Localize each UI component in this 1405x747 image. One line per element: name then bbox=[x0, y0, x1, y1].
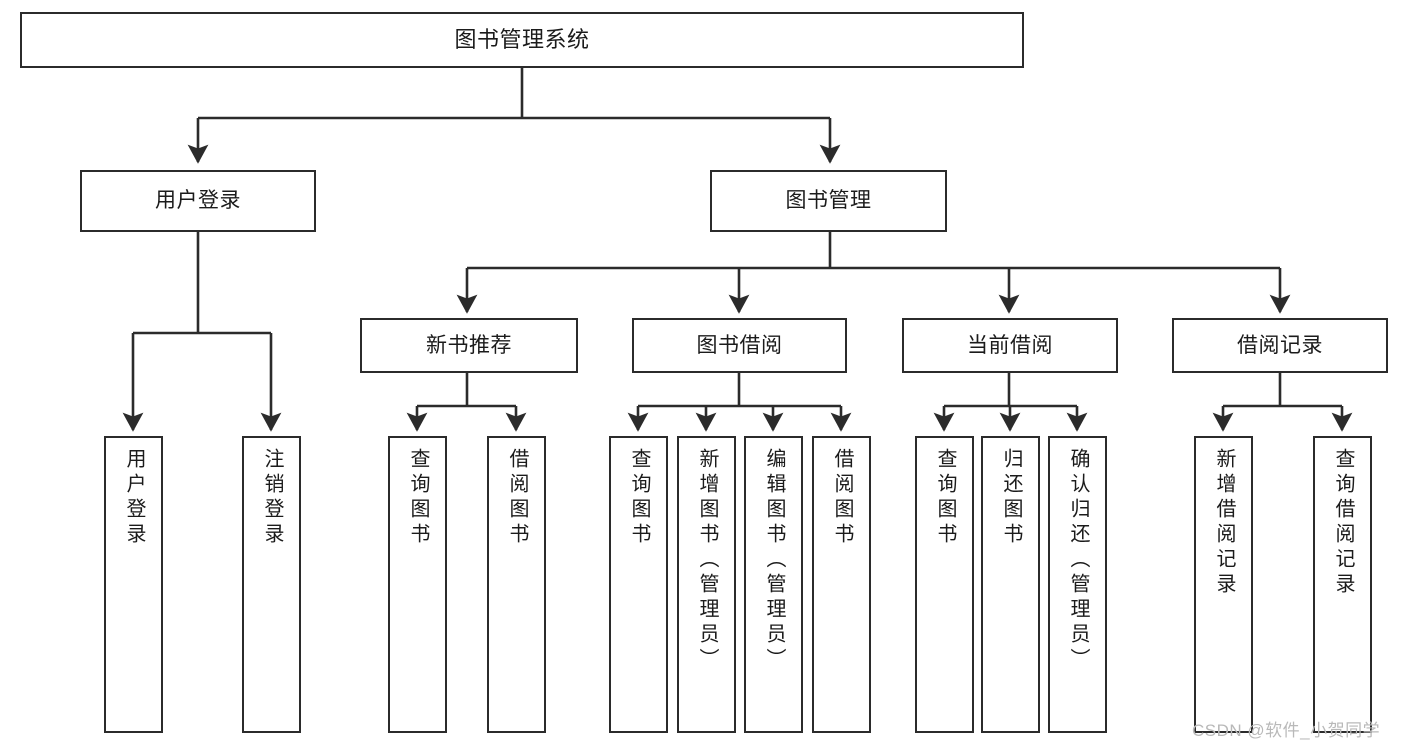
leaf-borrow-edit-book-admin-label: 编辑图书（管理员） bbox=[763, 448, 785, 673]
leaf-borrow-add-book-admin[interactable]: 新增图书（管理员） bbox=[677, 436, 736, 733]
leaf-new-book-query-label: 查询图书 bbox=[407, 448, 429, 548]
leaf-new-book-borrow[interactable]: 借阅图书 bbox=[487, 436, 546, 733]
leaf-user-login-login[interactable]: 用户登录 bbox=[104, 436, 163, 733]
leaf-current-return-book-label: 归还图书 bbox=[1000, 448, 1022, 548]
leaf-current-query-book[interactable]: 查询图书 bbox=[915, 436, 974, 733]
node-user-login[interactable]: 用户登录 bbox=[80, 170, 316, 232]
leaf-record-add-record-label: 新增借阅记录 bbox=[1213, 448, 1235, 598]
leaf-current-confirm-return-admin[interactable]: 确认归还（管理员） bbox=[1048, 436, 1107, 733]
leaf-new-book-borrow-label: 借阅图书 bbox=[506, 448, 528, 548]
node-book-management-label: 图书管理 bbox=[785, 189, 872, 213]
node-root-label: 图书管理系统 bbox=[454, 26, 590, 52]
leaf-user-login-logout[interactable]: 注销登录 bbox=[242, 436, 301, 733]
node-new-book-recommendation-label: 新书推荐 bbox=[426, 333, 512, 357]
leaf-user-login-login-label: 用户登录 bbox=[123, 448, 145, 548]
leaf-current-confirm-return-admin-label: 确认归还（管理员） bbox=[1067, 448, 1089, 673]
node-current-borrowing[interactable]: 当前借阅 bbox=[902, 318, 1118, 373]
node-book-borrowing-label: 图书借阅 bbox=[696, 333, 783, 357]
leaf-current-return-book[interactable]: 归还图书 bbox=[981, 436, 1040, 733]
node-book-management[interactable]: 图书管理 bbox=[710, 170, 947, 232]
node-user-login-label: 用户登录 bbox=[155, 189, 241, 213]
leaf-record-query-record[interactable]: 查询借阅记录 bbox=[1313, 436, 1372, 733]
leaf-borrow-borrow-book-label: 借阅图书 bbox=[831, 448, 853, 548]
leaf-record-add-record[interactable]: 新增借阅记录 bbox=[1194, 436, 1253, 733]
node-current-borrowing-label: 当前借阅 bbox=[967, 333, 1053, 357]
leaf-borrow-add-book-admin-label: 新增图书（管理员） bbox=[696, 448, 718, 673]
node-borrowing-record[interactable]: 借阅记录 bbox=[1172, 318, 1388, 373]
leaf-new-book-query[interactable]: 查询图书 bbox=[388, 436, 447, 733]
leaf-current-query-book-label: 查询图书 bbox=[934, 448, 956, 548]
leaf-user-login-logout-label: 注销登录 bbox=[261, 448, 283, 548]
leaf-borrow-borrow-book[interactable]: 借阅图书 bbox=[812, 436, 871, 733]
node-borrowing-record-label: 借阅记录 bbox=[1237, 333, 1323, 357]
node-book-borrowing[interactable]: 图书借阅 bbox=[632, 318, 847, 373]
leaf-record-query-record-label: 查询借阅记录 bbox=[1332, 448, 1354, 598]
node-root-book-management-system[interactable]: 图书管理系统 bbox=[20, 12, 1024, 68]
leaf-borrow-edit-book-admin[interactable]: 编辑图书（管理员） bbox=[744, 436, 803, 733]
leaf-borrow-query-book-label: 查询图书 bbox=[628, 448, 650, 548]
node-new-book-recommendation[interactable]: 新书推荐 bbox=[360, 318, 578, 373]
leaf-borrow-query-book[interactable]: 查询图书 bbox=[609, 436, 668, 733]
